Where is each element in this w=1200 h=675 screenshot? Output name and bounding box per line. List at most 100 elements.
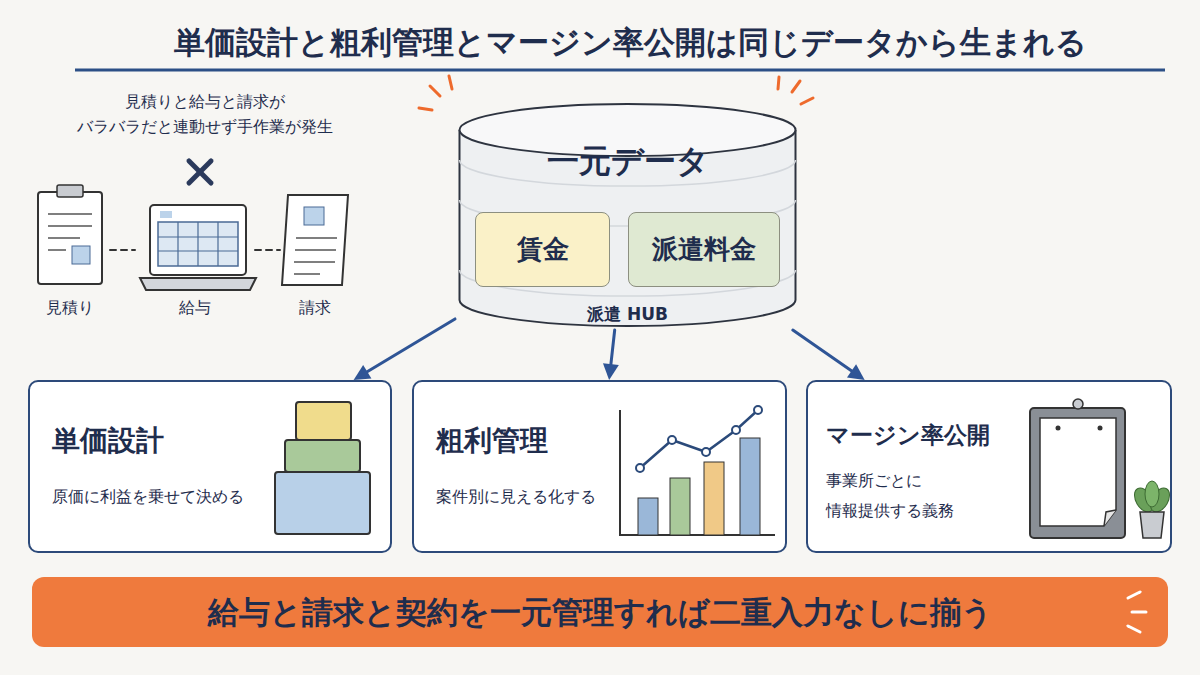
document-icon-part [282, 195, 348, 285]
connector [110, 250, 135, 251]
fee-box: 派遣料金 [628, 212, 780, 287]
laptop-icon-part [158, 250, 238, 251]
node-text: 賃金 [517, 233, 569, 267]
laptop-icon-part [177, 222, 178, 266]
document-icon-part [304, 207, 324, 225]
spark-marks-part [419, 108, 432, 110]
connector [255, 250, 280, 251]
laptop-icon-part [158, 236, 238, 237]
data-cylinder: 一元データ派遣 HUB 賃金 派遣料金 [455, 100, 800, 330]
summary-band: 給与と請求と契約を一元管理すれば二重入力なしに揃う [32, 577, 1168, 647]
cross-mark [189, 161, 211, 183]
spark-marks-part [801, 98, 813, 104]
connector-line [110, 249, 135, 251]
clipboard-icon-part [72, 246, 90, 264]
bar-line-chart-part [638, 498, 658, 535]
bar-line-chart-part [620, 410, 775, 535]
band-spark-marks [1128, 592, 1146, 632]
spark-marks-part [449, 76, 452, 89]
laptop-icon-part [197, 222, 198, 266]
title-underline-part [75, 69, 1165, 72]
node-text: 粗利管理 [436, 422, 626, 460]
connector [793, 330, 865, 380]
connector-line [610, 330, 614, 370]
document-icon-part [294, 261, 335, 263]
cross-mark-part [189, 161, 211, 183]
diagram-title: 単価設計と粗利管理とマージン率公開は同じデータから生まれる [60, 22, 1200, 64]
laptop-icon-part [158, 222, 238, 266]
connector-line [255, 249, 280, 251]
band-spark-marks-part [1128, 626, 1140, 632]
bar-line-chart-part [704, 462, 724, 535]
clipboard-icon-part [48, 213, 92, 215]
spark-marks [419, 76, 813, 110]
bar-line-chart-part [668, 436, 676, 444]
stacked-blocks-part [275, 472, 370, 534]
node-text: 請求 [280, 297, 350, 319]
node-text: マージン率公開 [826, 420, 1041, 451]
laptop-icon-part [140, 278, 256, 290]
cross-mark-part [189, 161, 211, 183]
potted-plant-part [1131, 485, 1158, 516]
bar-line-chart [620, 406, 775, 535]
notice-board-part [1056, 426, 1061, 431]
laptop-icon-part [217, 222, 218, 266]
connector [354, 319, 455, 380]
clipboard-icon [38, 185, 102, 284]
bar-line-chart-part [636, 464, 644, 472]
node-subtext: 案件別に見える化する [436, 486, 626, 508]
process-box: 単価設計原価に利益を乗せて決める [28, 380, 392, 553]
node-subtext: 原価に利益を乗せて決める [52, 486, 292, 508]
arrow-head [847, 364, 865, 380]
clipboard-icon-part [48, 249, 66, 251]
arrow-head [354, 365, 372, 380]
arrow-head [603, 363, 619, 380]
node-text: 派遣料金 [652, 233, 756, 267]
laptop-icon-part [160, 211, 172, 218]
connector-line [362, 319, 455, 375]
bar-line-chart-part [754, 406, 762, 414]
laptop-node: 給与 [135, 185, 255, 315]
bar-line-chart-part [740, 438, 760, 535]
wage-box: 賃金 [475, 212, 610, 287]
spark-marks-part [778, 77, 779, 89]
notice-board-part [1030, 408, 1125, 538]
clipboard-icon-part [48, 225, 92, 227]
document-icon-part [294, 273, 320, 275]
potted-plant [1131, 481, 1174, 538]
document-icon-part [296, 237, 337, 239]
document-icon [282, 195, 348, 285]
spark-marks-part [792, 81, 800, 92]
process-box: 粗利管理案件別に見える化する [412, 380, 787, 553]
document-icon-part [295, 249, 336, 251]
bar-line-chart-part [732, 426, 740, 434]
node-text: 一元データ [455, 140, 800, 183]
connector-line [793, 330, 857, 374]
bar-line-chart-part [702, 448, 710, 456]
stacked-blocks-part [296, 402, 351, 440]
connector [603, 330, 619, 380]
node-text: 給与 [135, 297, 255, 319]
band-spark-marks-part [1128, 592, 1140, 598]
stacked-blocks-part [285, 440, 360, 472]
bar-line-chart-part [670, 478, 690, 535]
notice-board-part [1073, 399, 1083, 409]
laptop-icon [140, 205, 256, 290]
node-text: 見積り [30, 297, 110, 319]
clipboard-icon-part [57, 185, 83, 197]
node-subtext: 派遣 HUB [455, 303, 800, 326]
node-subtext: 事業所ごとに 情報提供する義務 [826, 466, 1026, 526]
potted-plant-part [1145, 481, 1159, 507]
potted-plant-part [1140, 512, 1164, 538]
node-text: 給与と請求と契約を一元管理すれば二重入力なしに揃う [208, 592, 993, 632]
laptop-icon-part [150, 205, 246, 275]
stacked-blocks [275, 402, 370, 534]
process-box: マージン率公開事業所ごとに 情報提供する義務 [806, 380, 1172, 553]
notice-board-part [1040, 418, 1116, 526]
clipboard-icon-part [38, 192, 102, 284]
document-node: 請求 [280, 185, 350, 315]
